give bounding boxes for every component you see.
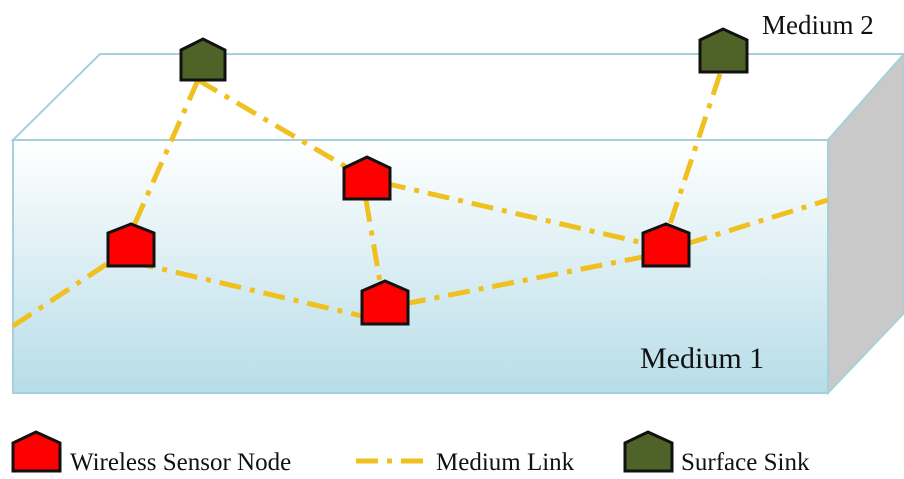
legend-sink-icon bbox=[623, 430, 674, 473]
sensor-node-4 bbox=[641, 222, 691, 268]
link-node2-node4 bbox=[383, 180, 649, 247]
link-sink2-node4 bbox=[665, 73, 723, 231]
link-sink1-node1 bbox=[129, 78, 201, 232]
medium-1-label: Medium 1 bbox=[640, 342, 765, 375]
link-sink1-node2 bbox=[196, 77, 362, 178]
sensor-node-1 bbox=[106, 222, 156, 268]
legend-sink-label: Surface Sink bbox=[681, 449, 810, 476]
link-node4-right-edge bbox=[685, 197, 829, 247]
medium-2-label: Medium 2 bbox=[762, 10, 874, 40]
link-node3-node4 bbox=[403, 253, 649, 307]
legend-node-icon bbox=[11, 430, 62, 473]
surface-sink-2 bbox=[698, 27, 749, 74]
medium-links bbox=[11, 73, 829, 329]
link-node2-node3 bbox=[363, 199, 383, 283]
legend-link-label: Medium Link bbox=[436, 449, 575, 476]
legend-node-label: Wireless Sensor Node bbox=[70, 449, 292, 476]
link-node1-node3 bbox=[131, 259, 363, 319]
sensor-node-3 bbox=[360, 279, 410, 326]
medium-2-top-face bbox=[10, 53, 904, 141]
sensor-node-2 bbox=[342, 155, 392, 201]
surface-sink-1 bbox=[179, 37, 227, 82]
